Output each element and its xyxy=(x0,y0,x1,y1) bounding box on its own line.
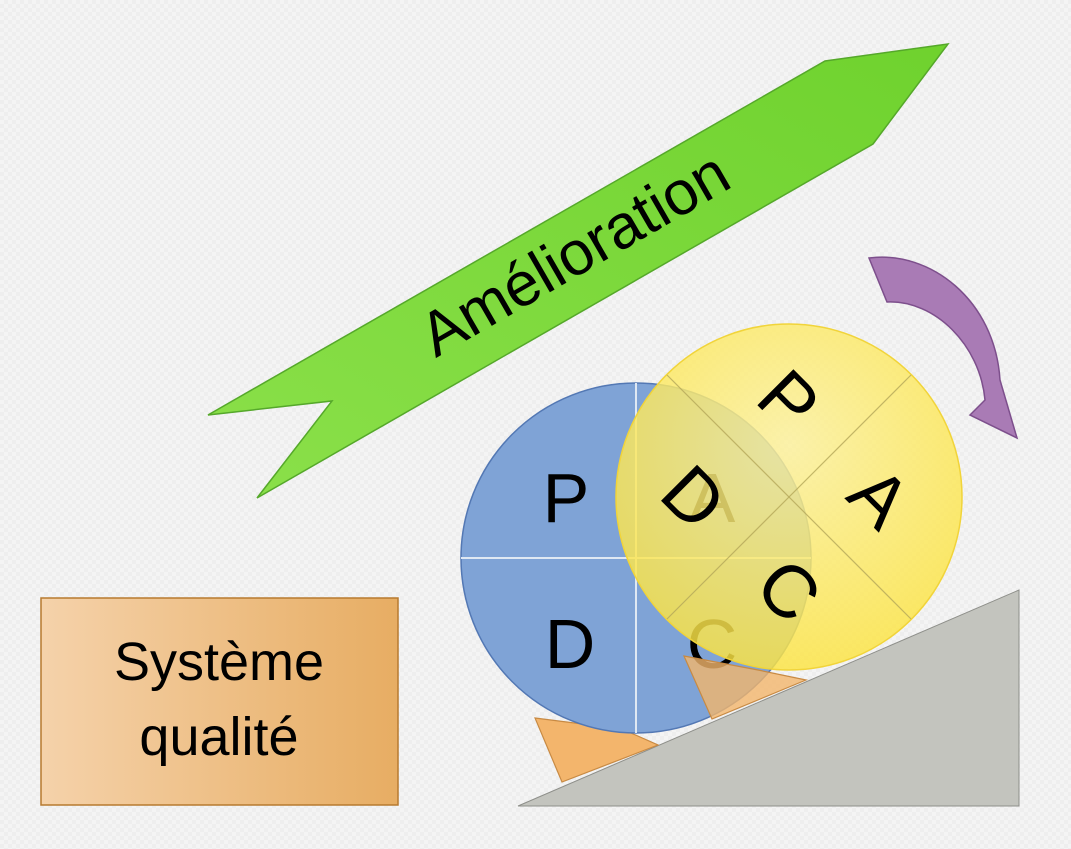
ramp-slope xyxy=(517,589,1020,807)
back-p-label: P xyxy=(543,459,590,537)
rotation-arrow-icon xyxy=(867,256,1019,440)
pdca-circle-front: P A C D xyxy=(615,323,963,671)
stopper-wedge-front xyxy=(682,655,809,720)
quality-box-line1: Système xyxy=(114,632,324,692)
quality-system-box: Système qualité xyxy=(40,597,399,806)
improvement-banner xyxy=(207,43,950,499)
improvement-label: Amélioration xyxy=(408,138,741,370)
quality-box-line2: qualité xyxy=(139,707,298,767)
back-d-label: D xyxy=(545,605,596,683)
